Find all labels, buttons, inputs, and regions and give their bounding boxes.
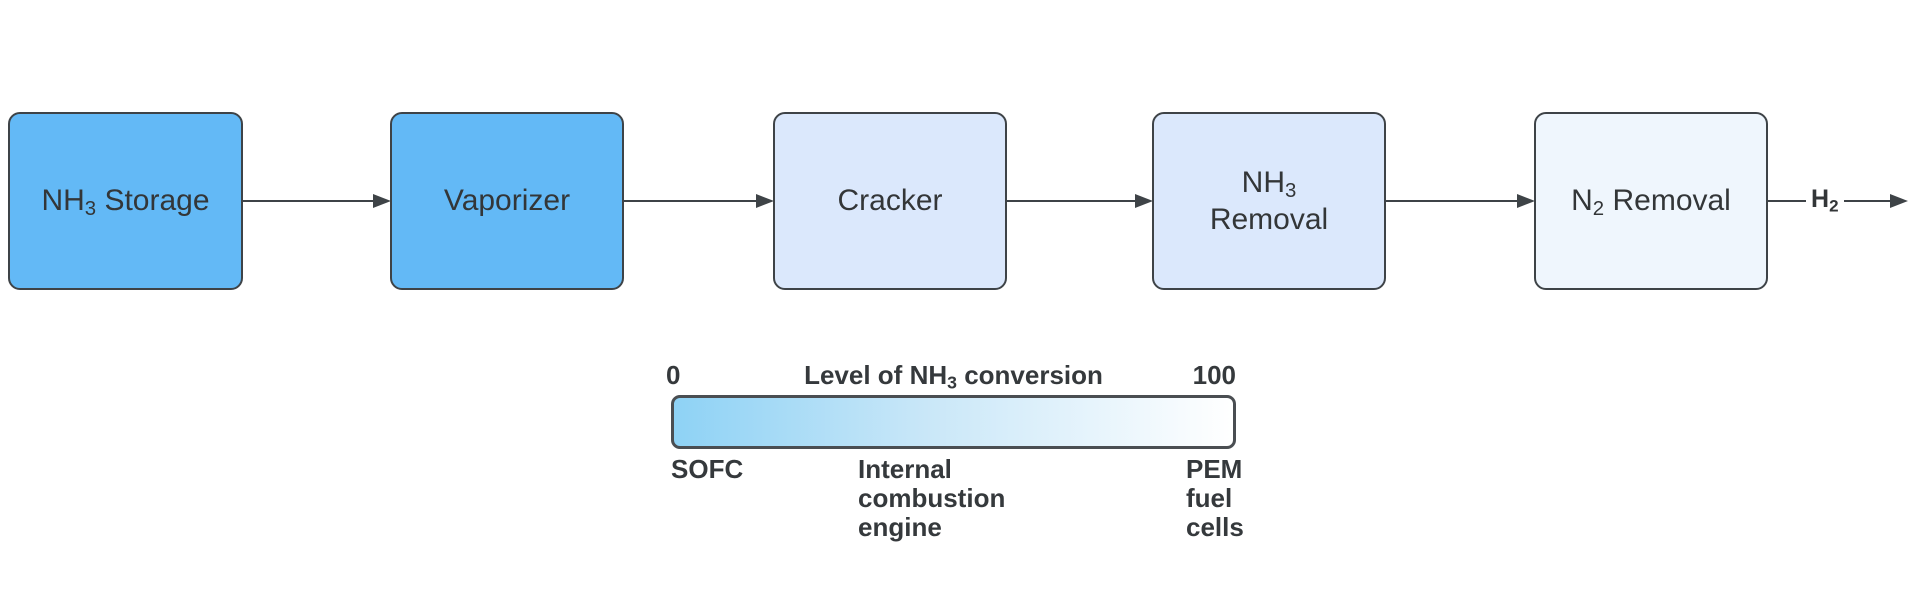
legend-gradient-bar	[671, 395, 1236, 449]
label-line: combustion	[858, 483, 1006, 513]
label-text: N	[1571, 184, 1593, 218]
node-nh3-removal-line2: Removal	[1209, 203, 1329, 236]
flow-arrow-4	[1386, 194, 1535, 208]
legend-label-pem-fuel-cells: PEM fuel cells	[1186, 455, 1244, 542]
label-line: engine	[858, 512, 942, 542]
label-text: Level of NH	[804, 360, 948, 390]
arrowhead-icon	[373, 194, 391, 208]
arrowhead-icon	[1135, 194, 1153, 208]
legend-scale-max: 100	[1192, 360, 1236, 390]
label-text: H	[1811, 185, 1830, 213]
subscript: 3	[84, 198, 97, 221]
node-nh3-removal-line1: NH3	[1242, 164, 1297, 202]
legend-label-sofc: SOFC	[671, 454, 744, 484]
node-cracker: Cracker	[773, 112, 1007, 290]
node-vaporizer-label: Vaporizer	[443, 184, 571, 218]
label-text: NH	[41, 184, 85, 218]
label-text: Storage	[96, 184, 210, 218]
label-line: PEM	[1186, 454, 1243, 484]
arrowhead-icon	[756, 194, 774, 208]
subscript: 3	[1285, 179, 1297, 202]
flow-arrow-3	[1007, 194, 1153, 208]
h2-output-label: H2	[1806, 185, 1844, 214]
flow-arrow-1	[243, 194, 391, 208]
node-n2-removal: N2 Removal	[1534, 112, 1768, 290]
node-nh3-storage-label: NH3 Storage	[41, 182, 209, 220]
flow-arrow-2	[624, 194, 774, 208]
node-vaporizer: Vaporizer	[390, 112, 624, 290]
label-line: cells	[1186, 512, 1244, 542]
label-text: NH	[1241, 165, 1285, 199]
label-line: Internal	[858, 454, 952, 484]
arrowhead-icon	[1517, 194, 1535, 208]
legend-scale-min: 0	[666, 360, 681, 390]
node-nh3-storage: NH3 Storage	[8, 112, 243, 290]
subscript: 2	[1592, 198, 1605, 221]
subscript: 3	[947, 372, 957, 393]
node-cracker-label: Cracker	[837, 184, 943, 218]
subscript: 2	[1829, 196, 1839, 216]
legend-label-internal-combustion-engine: Internal combustion engine	[858, 455, 1005, 542]
label-text: conversion	[956, 360, 1103, 390]
node-nh3-removal: NH3 Removal	[1152, 112, 1386, 290]
arrowhead-icon	[1890, 194, 1908, 208]
legend-title: Level of NH3 conversion	[671, 360, 1236, 391]
node-n2-removal-label: N2 Removal	[1571, 182, 1731, 220]
label-text: Removal	[1604, 184, 1731, 218]
label-line: fuel	[1186, 483, 1233, 513]
